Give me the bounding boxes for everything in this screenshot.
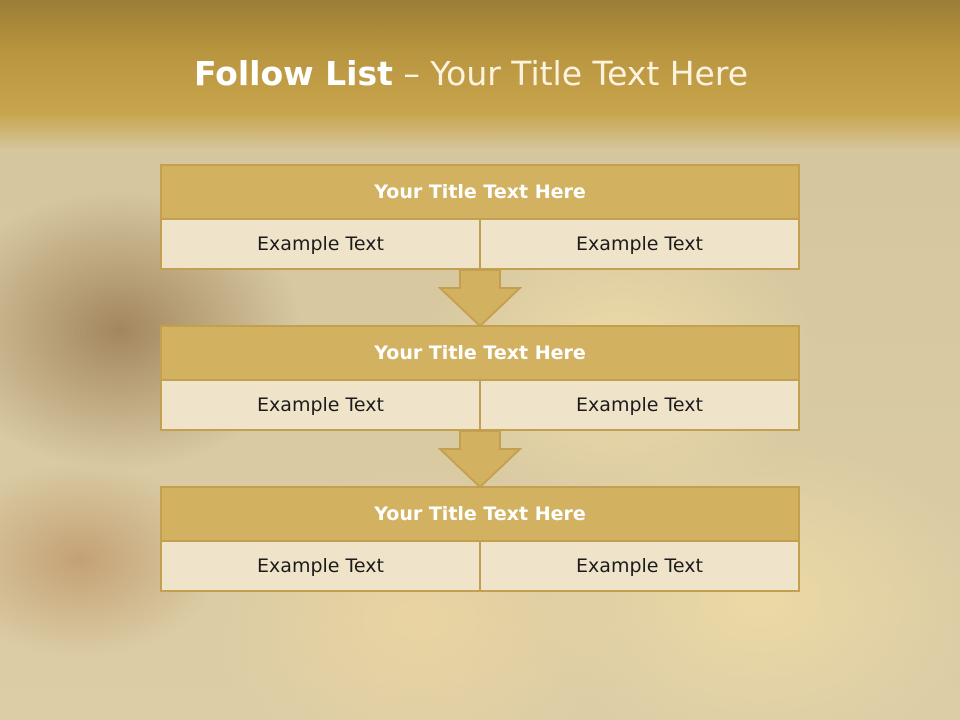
down-arrow-icon bbox=[438, 270, 522, 328]
block-cell-right: Example Text bbox=[479, 381, 798, 429]
block-cell-right: Example Text bbox=[479, 542, 798, 590]
flow-block-1: Your Title Text Here Example Text Exampl… bbox=[160, 164, 800, 270]
block-title: Your Title Text Here bbox=[160, 164, 800, 220]
slide-title-rest: – Your Title Text Here bbox=[403, 54, 749, 93]
flow-block-3: Your Title Text Here Example Text Exampl… bbox=[160, 486, 800, 592]
block-cell-right: Example Text bbox=[479, 220, 798, 268]
block-title: Your Title Text Here bbox=[160, 486, 800, 542]
block-row: Example Text Example Text bbox=[160, 381, 800, 431]
slide-title-bold: Follow List bbox=[193, 54, 393, 93]
block-cell-left: Example Text bbox=[257, 233, 384, 255]
block-cell-left: Example Text bbox=[257, 394, 384, 416]
title-band bbox=[0, 0, 960, 150]
block-row: Example Text Example Text bbox=[160, 220, 800, 270]
flow-block-2: Your Title Text Here Example Text Exampl… bbox=[160, 325, 800, 431]
slide-title: Follow List – Your Title Text Here bbox=[0, 54, 942, 93]
down-arrow-icon bbox=[438, 431, 522, 489]
block-title: Your Title Text Here bbox=[160, 325, 800, 381]
block-cell-left: Example Text bbox=[257, 555, 384, 577]
block-row: Example Text Example Text bbox=[160, 542, 800, 592]
